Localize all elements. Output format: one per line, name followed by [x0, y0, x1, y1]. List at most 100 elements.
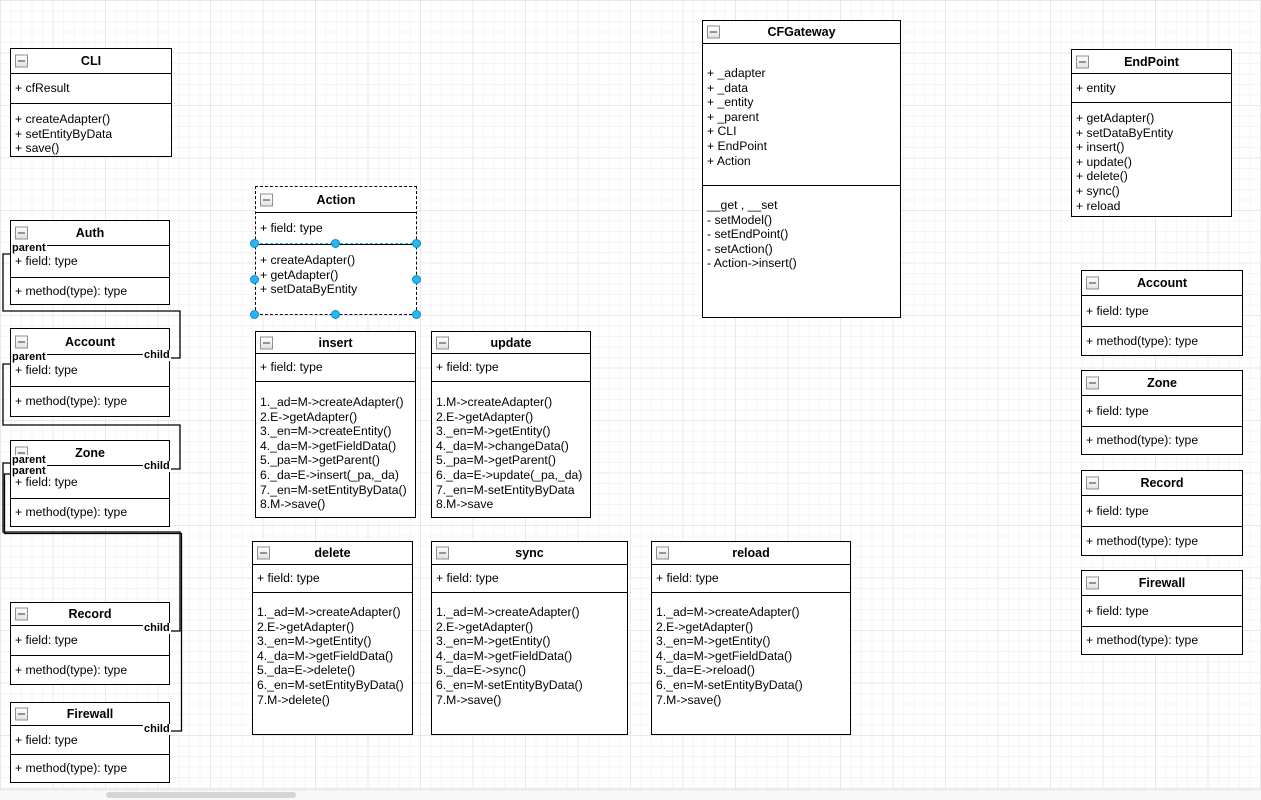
- class-delete[interactable]: delete + field: type 1._ad=M->createAdap…: [252, 541, 413, 735]
- collapse-icon[interactable]: [15, 226, 28, 240]
- class-title: Zone: [1147, 376, 1177, 390]
- class-insert[interactable]: insert + field: type 1._ad=M->createAdap…: [255, 331, 416, 518]
- class-title: insert: [318, 335, 353, 350]
- attributes-compartment: + field: type: [1082, 396, 1242, 427]
- selection-handle-n[interactable]: [331, 239, 340, 248]
- method-line: - Action->insert(): [707, 256, 797, 271]
- methods-compartment: + method(type): type: [11, 499, 169, 526]
- class-zone-left[interactable]: Zone + field: type + method(type): type: [10, 440, 170, 527]
- class-zone-right[interactable]: Zone + field: type + method(type): type: [1081, 370, 1243, 455]
- methods-compartment: 1._ad=M->createAdapter()2.E->getAdapter(…: [432, 593, 627, 734]
- attributes-compartment: + field: type: [432, 565, 627, 593]
- collapse-icon[interactable]: [15, 707, 28, 721]
- method-line: 5._da=E->delete(): [257, 663, 356, 678]
- collapse-icon[interactable]: [1076, 55, 1089, 68]
- class-update[interactable]: update + field: type 1.M->createAdapter(…: [431, 331, 591, 518]
- edge-label-parent[interactable]: parent: [11, 454, 47, 466]
- method-line: + getAdapter(): [1076, 111, 1155, 125]
- method-line: + method(type): type: [1086, 633, 1199, 648]
- collapse-icon[interactable]: [257, 546, 270, 560]
- edge-zone-firewall[interactable]: [3, 473, 183, 732]
- method-line: 4._da=M->changeData(): [436, 438, 569, 453]
- class-auth[interactable]: Auth + field: type + method(type): type: [10, 220, 170, 305]
- method-line: 4._da=M->getFieldData(): [257, 648, 394, 663]
- edge-label-child[interactable]: child: [143, 460, 171, 472]
- attribute-line: + field: type: [1086, 503, 1149, 518]
- class-record-left[interactable]: Record + field: type + method(type): typ…: [10, 602, 170, 685]
- class-action[interactable]: Action + field: type + createAdapter()+ …: [255, 186, 417, 315]
- collapse-icon[interactable]: [15, 607, 28, 621]
- attributes-compartment: + field: type: [253, 565, 412, 593]
- attribute-line: + field: type: [260, 360, 323, 375]
- selection-handle-nw[interactable]: [250, 239, 259, 248]
- collapse-icon[interactable]: [707, 25, 720, 39]
- edge-label-parent[interactable]: parent: [11, 351, 47, 363]
- class-firewall-right[interactable]: Firewall + field: type + method(type): t…: [1081, 570, 1243, 655]
- collapse-icon[interactable]: [1086, 576, 1099, 590]
- method-line: 7.M->save(): [656, 692, 722, 707]
- method-line: - setEndPoint(): [707, 227, 789, 242]
- methods-compartment: + method(type): type: [11, 278, 169, 304]
- attribute-line: + _data: [707, 80, 749, 95]
- method-line: 5._da=E->reload(): [656, 663, 755, 678]
- selection-handle-w[interactable]: [250, 275, 259, 284]
- horizontal-scrollbar-thumb[interactable]: [106, 792, 296, 798]
- collapse-icon[interactable]: [1086, 276, 1099, 290]
- collapse-icon[interactable]: [15, 54, 28, 68]
- edge-account-zone[interactable]: [2, 363, 181, 470]
- edge-label-child[interactable]: child: [143, 723, 171, 735]
- class-sync[interactable]: sync + field: type 1._ad=M->createAdapte…: [431, 541, 628, 735]
- edge-auth-account[interactable]: [2, 253, 181, 359]
- collapse-icon[interactable]: [260, 336, 273, 349]
- edge-zone-record[interactable]: [2, 462, 181, 632]
- selection-handle-sw[interactable]: [250, 310, 259, 319]
- attributes-compartment: + field: type: [11, 466, 169, 499]
- class-title: Account: [65, 334, 115, 349]
- method-line: 7.M->save(): [436, 692, 502, 707]
- methods-compartment: __get , __set- setModel()- setEndPoint()…: [703, 186, 900, 317]
- collapse-icon[interactable]: [260, 193, 273, 206]
- method-line: + delete(): [1076, 169, 1128, 184]
- edge-label-parent[interactable]: parent: [11, 242, 47, 254]
- class-firewall-left[interactable]: Firewall + field: type + method(type): t…: [10, 702, 170, 783]
- selection-handle-s[interactable]: [331, 310, 340, 319]
- selection-handle-se[interactable]: [412, 310, 421, 319]
- attribute-line: + field: type: [15, 474, 78, 489]
- class-title: EndPoint: [1124, 54, 1179, 69]
- selection-handle-e[interactable]: [412, 275, 421, 284]
- class-record-right[interactable]: Record + field: type + method(type): typ…: [1081, 470, 1243, 556]
- attribute-line: + field: type: [1086, 403, 1149, 418]
- collapse-icon[interactable]: [15, 335, 28, 348]
- class-account-left[interactable]: Account + field: type + method(type): ty…: [10, 328, 170, 417]
- class-title: Record: [68, 607, 112, 621]
- method-line: 1._ad=M->createAdapter(): [260, 395, 404, 409]
- method-line: 8.M->save: [436, 497, 494, 512]
- method-line: 3._en=M->getEntity(): [257, 634, 372, 649]
- method-line: + update(): [1076, 154, 1132, 169]
- methods-compartment: 1._ad=M->createAdapter()2.E->getAdapter(…: [253, 593, 412, 734]
- collapse-icon[interactable]: [436, 546, 449, 560]
- attributes-compartment: + field: type: [652, 565, 850, 593]
- attribute-line: + field: type: [436, 360, 499, 375]
- class-cli[interactable]: CLI + cfResult + createAdapter()+ setEnt…: [10, 48, 172, 157]
- class-account-right[interactable]: Account + field: type + method(type): ty…: [1081, 270, 1243, 356]
- methods-compartment: + method(type): type: [11, 755, 169, 782]
- edge-label-child[interactable]: child: [143, 622, 171, 634]
- attribute-line: + field: type: [260, 221, 323, 236]
- edge-label-child[interactable]: child: [143, 349, 171, 361]
- method-line: 2.E->getAdapter(): [436, 409, 534, 424]
- horizontal-scrollbar[interactable]: [0, 789, 1261, 800]
- collapse-icon[interactable]: [1086, 476, 1099, 490]
- attribute-line: + _entity: [707, 95, 754, 110]
- class-endpoint[interactable]: EndPoint + entity + getAdapter()+ setDat…: [1071, 49, 1232, 217]
- class-title: Firewall: [66, 707, 114, 721]
- collapse-icon[interactable]: [656, 546, 669, 560]
- class-cfgateway[interactable]: CFGateway + _adapter+ _data+ _entity+ _p…: [702, 20, 901, 318]
- collapse-icon[interactable]: [436, 336, 449, 349]
- class-reload[interactable]: reload + field: type 1._ad=M->createAdap…: [651, 541, 851, 735]
- collapse-icon[interactable]: [1086, 376, 1099, 390]
- attribute-line: + CLI: [707, 124, 737, 139]
- edge-label-parent[interactable]: parent: [11, 465, 47, 477]
- selection-handle-ne[interactable]: [412, 239, 421, 248]
